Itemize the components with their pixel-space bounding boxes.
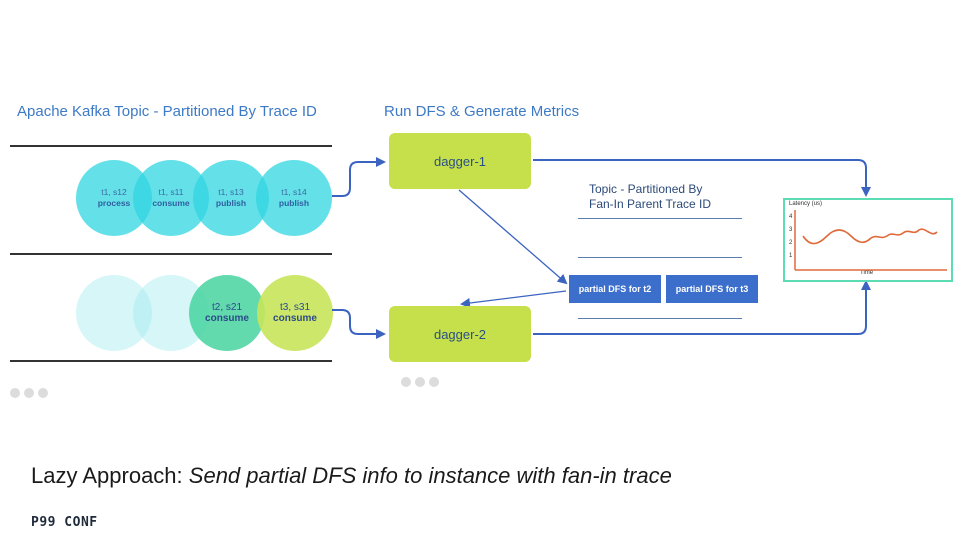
partial-dfs-t2-box: partial DFS for t2 <box>569 275 661 303</box>
message-id: t1, s12 <box>101 187 127 197</box>
topic-partition-line <box>578 218 742 219</box>
message-action: publish <box>215 198 247 208</box>
topic-label-line-2: Fan-In Parent Trace ID <box>589 197 712 211</box>
chart-x-label: Time <box>860 270 874 276</box>
conference-logo: P99 CONF <box>31 515 98 530</box>
chart-series-line <box>802 228 938 245</box>
caption-plain: Lazy Approach: <box>31 463 189 488</box>
partition-line-middle <box>10 253 332 255</box>
message-action: publish <box>278 198 310 208</box>
message-id: t1, s13 <box>218 187 244 197</box>
chart-y-label: Latency (us) <box>789 201 823 207</box>
chart-tick: 3 <box>789 227 793 233</box>
message-circle: t1, s13 publish <box>193 160 269 236</box>
partition-line-top <box>10 145 332 147</box>
message-action: consume <box>152 198 190 208</box>
pagination-dots-center <box>401 377 439 387</box>
topic-partition-line <box>578 257 742 258</box>
chart-tick: 1 <box>789 253 793 259</box>
chart-plot <box>794 210 947 271</box>
message-id: t1, s11 <box>158 187 184 197</box>
partition-line-bottom <box>10 360 332 362</box>
message-action: process <box>97 198 131 208</box>
partial-dfs-t3-box: partial DFS for t3 <box>666 275 758 303</box>
topic-label: Topic - Partitioned By Fan-In Parent Tra… <box>589 182 711 212</box>
message-circle: t1, s14 publish <box>256 160 332 236</box>
dagger-1-node: dagger-1 <box>389 133 531 189</box>
message-circle: t1, s11 consume <box>133 160 209 236</box>
topic-partition-line <box>578 318 742 319</box>
message-action: consume <box>273 313 317 324</box>
message-id: t3, s31 <box>279 302 311 313</box>
latency-chart: Latency (us) Time 4 3 2 1 <box>783 198 953 282</box>
ghost-circle <box>76 275 152 351</box>
chart-tick: 2 <box>789 240 793 246</box>
message-circle: t3, s31 consume <box>257 275 333 351</box>
message-id: t1, s14 <box>281 187 307 197</box>
dagger-2-node: dagger-2 <box>389 306 531 362</box>
chart-tick: 4 <box>789 214 793 220</box>
topic-label-line-1: Topic - Partitioned By <box>589 182 703 196</box>
message-id: t2, s21 <box>211 302 243 313</box>
dfs-heading: Run DFS & Generate Metrics <box>384 103 580 120</box>
message-action: consume <box>205 313 249 324</box>
message-circle: t2, s21 consume <box>189 275 265 351</box>
pagination-dots-left <box>10 388 48 398</box>
slide-caption: Lazy Approach: Send partial DFS info to … <box>31 463 672 489</box>
caption-italic: Send partial DFS info to instance with f… <box>188 463 672 488</box>
kafka-topic-heading: Apache Kafka Topic - Partitioned By Trac… <box>17 103 317 120</box>
